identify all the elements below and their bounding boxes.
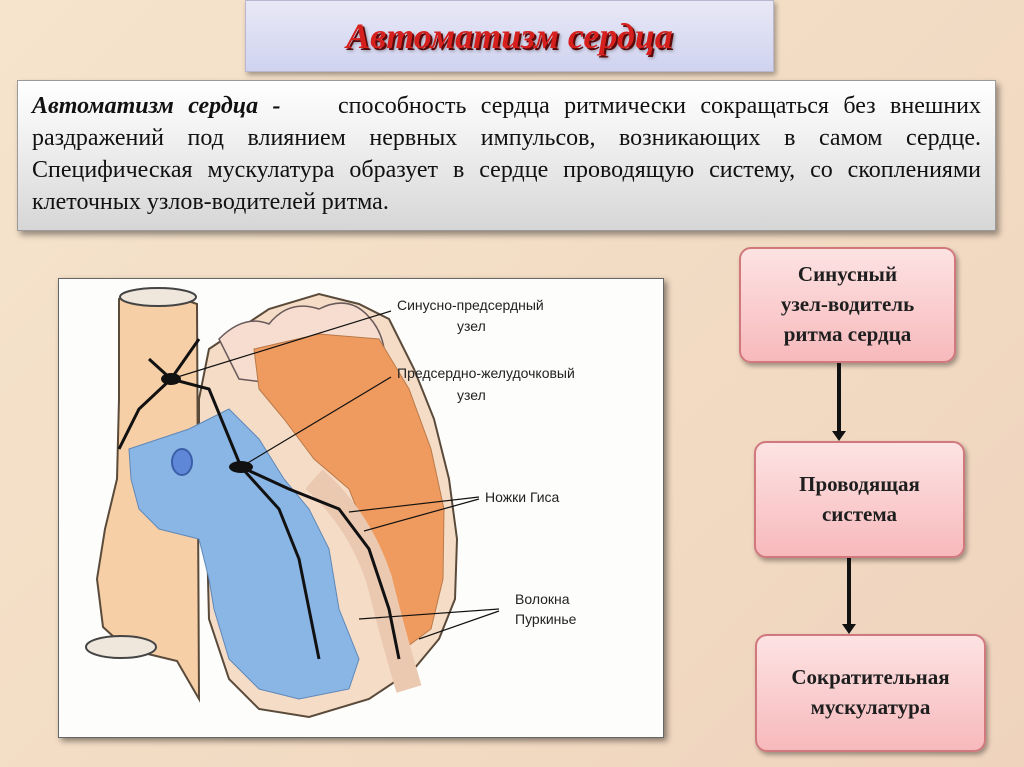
heart-diagram: Синусно-предсердный узел Предсердно-желу… xyxy=(85,287,577,719)
left-heart-orange xyxy=(253,333,445,650)
definition-box: Автоматизм сердца - способность сердца р… xyxy=(17,80,996,231)
vena-cava-top-opening xyxy=(119,287,197,307)
flow-box-3-line-1: Сократительная xyxy=(791,665,950,690)
flow-arrow-2-shaft xyxy=(847,558,851,624)
flow-arrow-2-head xyxy=(842,624,856,634)
label-purkinje-2: Пуркинье xyxy=(515,611,577,627)
flow-box-1-line-3: ритма сердца xyxy=(783,321,912,346)
definition-term: Автоматизм сердца - xyxy=(32,93,281,119)
label-sa-node-2: узел xyxy=(457,318,486,334)
flow-box-3-line-2: мускулатура xyxy=(810,695,931,719)
flow-box-sa-node: Синусный узел-водитель ритма сердца xyxy=(739,247,956,363)
label-purkinje-1: Волокна xyxy=(515,591,570,607)
definition-text: способность сердца ритмически сокращатьс… xyxy=(32,93,982,215)
flow-arrow-1-head xyxy=(832,431,846,441)
label-sa-node-1: Синусно-предсердный xyxy=(397,297,544,313)
flow-box-contractile-muscle: Сократительная мускулатура xyxy=(755,634,986,752)
label-his-bundle: Ножки Гиса xyxy=(485,489,560,505)
flow-box-conduction-system: Проводящая система xyxy=(754,441,965,558)
flow-box-2-line-1: Проводящая xyxy=(799,471,920,496)
vena-cava-bottom-opening xyxy=(85,635,157,659)
flow-arrow-1-shaft xyxy=(837,363,841,431)
label-av-node-1: Предсердно-желудочковый xyxy=(397,365,575,381)
flow-box-1-line-1: Синусный xyxy=(797,262,898,287)
label-av-node-2: узел xyxy=(457,387,486,403)
pointer-lines xyxy=(170,310,500,640)
page-title: Автоматизм сердца xyxy=(346,16,673,56)
flow-box-1-line-2: узел-водитель xyxy=(780,292,915,317)
valve-opening xyxy=(171,448,193,476)
title-banner: Автоматизм сердца xyxy=(245,0,774,72)
right-heart-blue xyxy=(128,408,360,700)
flow-box-2-line-2: система xyxy=(821,501,898,526)
heart-conduction-figure: Синусно-предсердный узел Предсердно-желу… xyxy=(58,278,664,738)
